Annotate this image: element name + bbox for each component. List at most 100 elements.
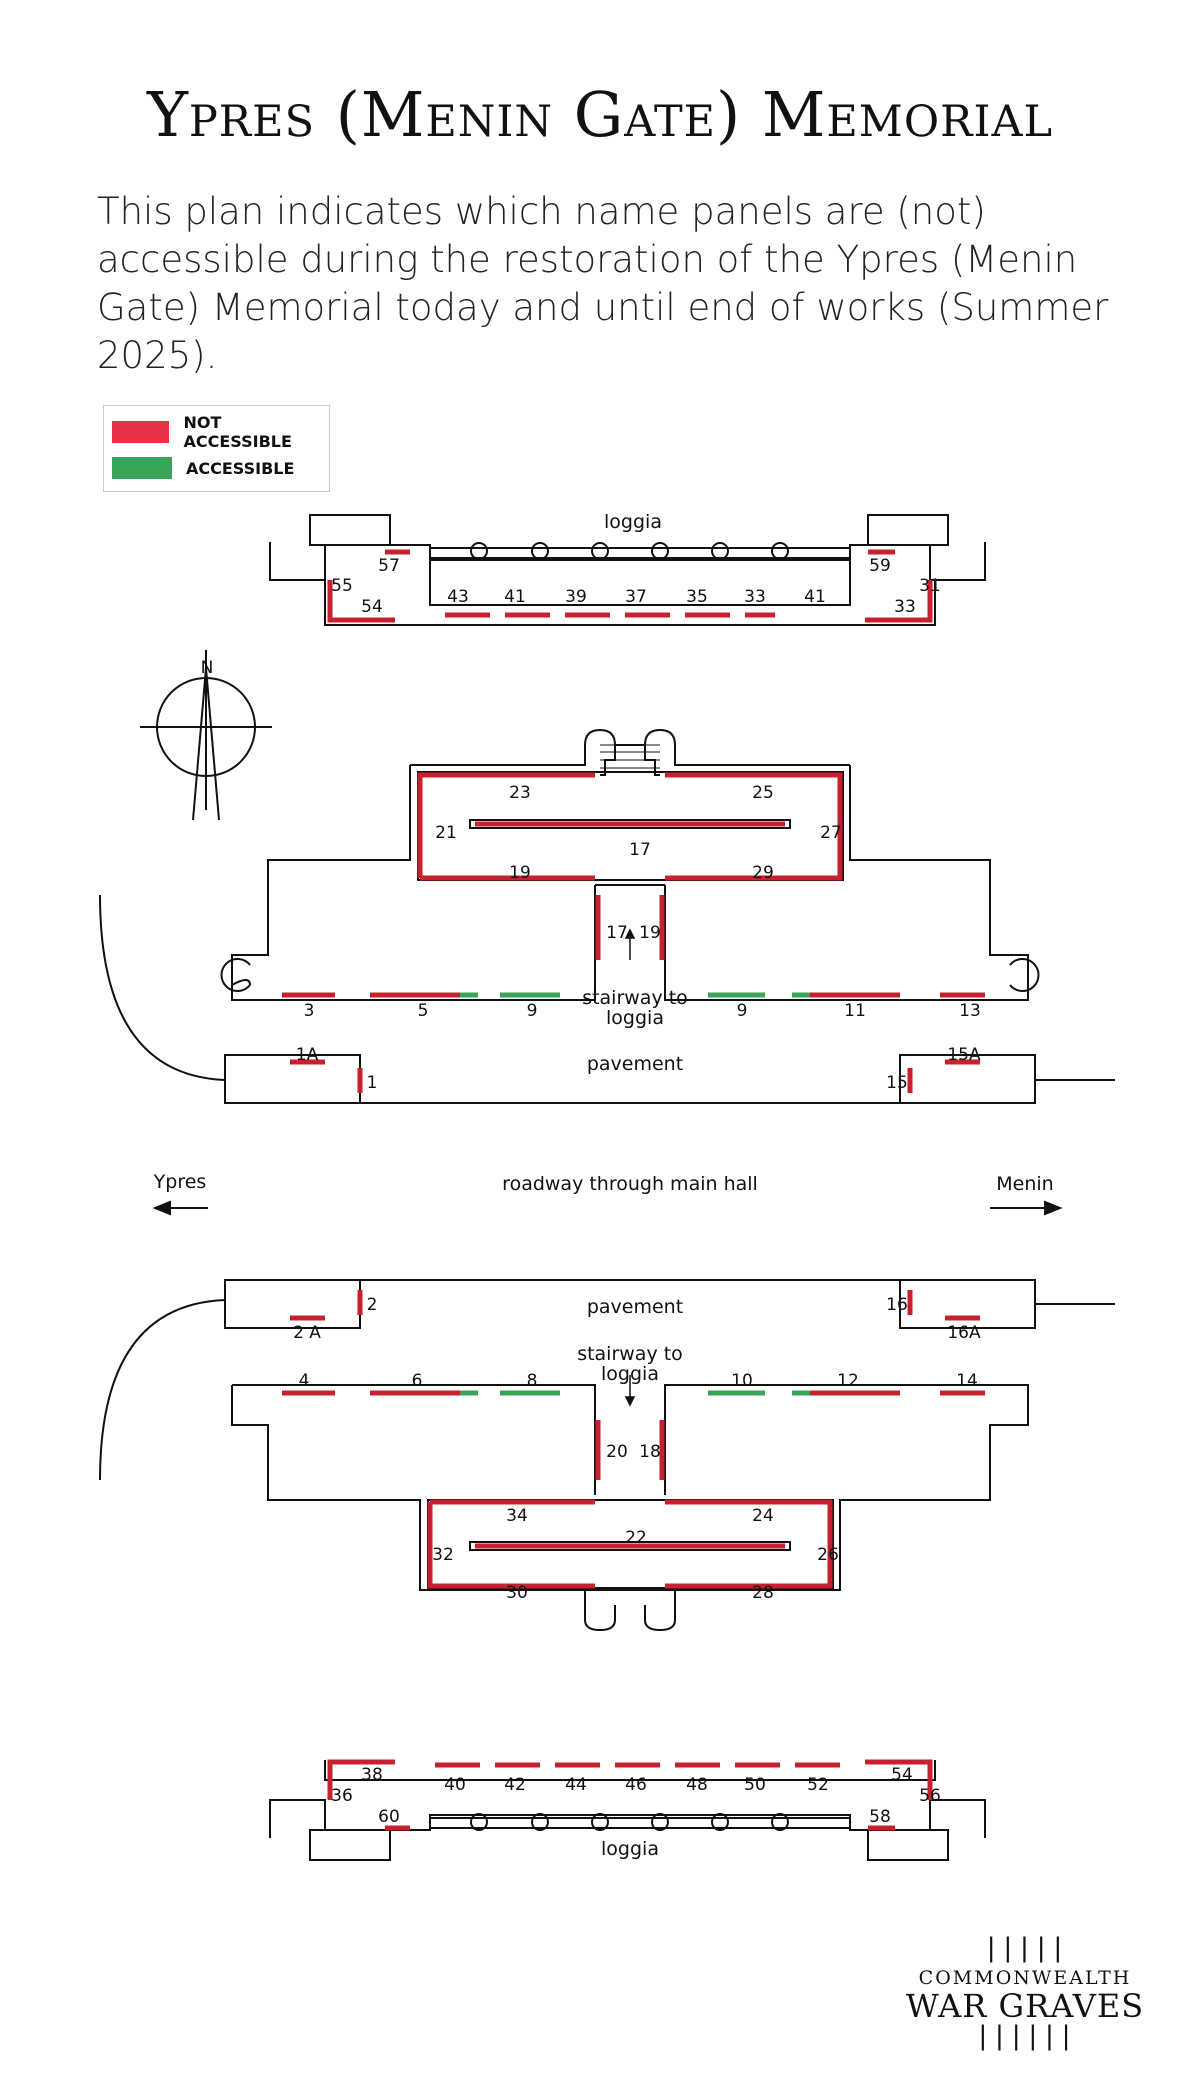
panel-number: 40 [444,1775,466,1795]
panel-number: 5 [418,1001,429,1021]
legend-label-accessible: ACCESSIBLE [186,458,295,478]
panel-30-32-highlight [427,1502,595,1589]
legend-row-accessible: ACCESSIBLE [112,456,294,480]
panel-number: 50 [744,1775,766,1795]
panel-number: 36 [331,1786,353,1806]
panel-numbers: 57 55 54 43 41 39 37 35 33 41 59 31 33 2… [293,556,981,1827]
stairway-label-north-1: stairway to [582,987,688,1009]
panel-number: 56 [919,1786,941,1806]
cwgc-logo: ||||| COMMONWEALTH WAR GRAVES |||||| [900,1935,1150,2049]
panel-number: 59 [869,556,891,576]
panel-number: 27 [820,823,842,843]
north-label: N [201,658,214,678]
north-loggia-outline [269,514,986,626]
panel-18-20-highlight [595,1420,665,1480]
panel-25-27-highlight [417,772,595,878]
panel-highlights [282,549,985,1831]
panel-number: 32 [432,1545,454,1565]
south-pavement-outline [99,1279,1115,1481]
panel-number: 54 [891,1765,913,1785]
panel-number: 25 [752,783,774,803]
panel-number: 17 [629,840,651,860]
panel-number: 6 [412,1371,423,1391]
panel-number: 2 [367,1295,378,1315]
panel-number: 33 [744,587,766,607]
panel-number: 9 [527,1001,538,1021]
panel-number: 34 [506,1506,528,1526]
panel-number: 41 [804,587,826,607]
panel-number: 1 [367,1073,378,1093]
stairway-label-south-2: loggia [601,1363,659,1385]
panel-number: 42 [504,1775,526,1795]
north-stair-hatching [600,744,660,769]
pavement-label-south: pavement [587,1296,683,1318]
panel-number: 11 [844,1001,866,1021]
panel-54-56-highlight [865,1759,933,1800]
panel-number: 1A [296,1045,319,1065]
stairway-label-south-1: stairway to [577,1343,683,1365]
legend-swatch-red [112,421,170,443]
panel-number: 15A [947,1045,981,1065]
panel-number: 55 [331,576,353,596]
panel-number: 12 [837,1371,859,1391]
panel-number: 52 [807,1775,829,1795]
ypres-label: Ypres [153,1171,207,1193]
panel-number: 41 [504,587,526,607]
panel-17-19-highlight [595,895,665,960]
panel-number: 21 [435,823,457,843]
pavement-label-north: pavement [587,1053,683,1075]
panel-number: 9 [737,1001,748,1021]
panel-number: 24 [752,1506,774,1526]
panel-number: 46 [625,1775,647,1795]
panel-number: 44 [565,1775,587,1795]
stairway-label-north-2: loggia [606,1007,664,1029]
panel-number: 15 [886,1073,908,1093]
panel-number: 22 [625,1528,647,1548]
panel-number: 16 [886,1295,908,1315]
logo-line1: COMMONWEALTH [918,1967,1132,1989]
north-compass-icon [140,650,272,821]
page-title: Ypres (Menin Gate) Memorial [146,78,1054,151]
menin-label: Menin [996,1173,1053,1195]
logo-bars-bottom-icon: |||||| [975,2021,1075,2051]
panel-number: 28 [752,1583,774,1603]
panel-number: 19 [509,863,531,883]
panel-number: 60 [378,1807,400,1827]
panel-number: 33 [894,597,916,617]
panel-number: 10 [731,1371,753,1391]
panel-number: 26 [817,1545,839,1565]
panel-number: 54 [361,597,383,617]
panel-number: 13 [959,1001,981,1021]
logo-bars-top-icon: ||||| [983,1933,1067,1963]
panel-number: 31 [919,576,941,596]
roadway-label: roadway through main hall [502,1173,758,1195]
south-hall-outline [231,1384,1029,1632]
legend: NOT ACCESSIBLE ACCESSIBLE [103,405,330,492]
page-subtitle: This plan indicates which name panels ar… [97,190,1109,377]
panel-number: 38 [361,1765,383,1785]
legend-swatch-green [112,457,172,479]
panel-number: 23 [509,783,531,803]
north-hall-outline [220,728,1040,1001]
panel-number: 18 [639,1442,661,1462]
panel-number: 17 [606,923,628,943]
panel-number: 20 [606,1442,628,1462]
panel-number: 16A [947,1323,981,1343]
panel-53-55-highlight [327,580,395,623]
panel-number: 39 [565,587,587,607]
legend-row-not-accessible: NOT ACCESSIBLE [112,413,329,451]
panel-24-26-28-highlight [665,1499,833,1589]
panel-number: 29 [752,863,774,883]
roadway-arrows [152,1200,1063,1216]
panel-number: 35 [686,587,708,607]
panel-number: 37 [625,587,647,607]
panel-number: 3 [304,1001,315,1021]
loggia-label-south: loggia [601,1838,659,1860]
panel-number: 19 [639,923,661,943]
panel-number: 43 [447,587,469,607]
panel-number: 4 [299,1371,310,1391]
legend-label-not-accessible: NOT ACCESSIBLE [183,413,292,451]
panel-number: 57 [378,556,400,576]
panel-29-31-33-highlight [665,772,843,881]
